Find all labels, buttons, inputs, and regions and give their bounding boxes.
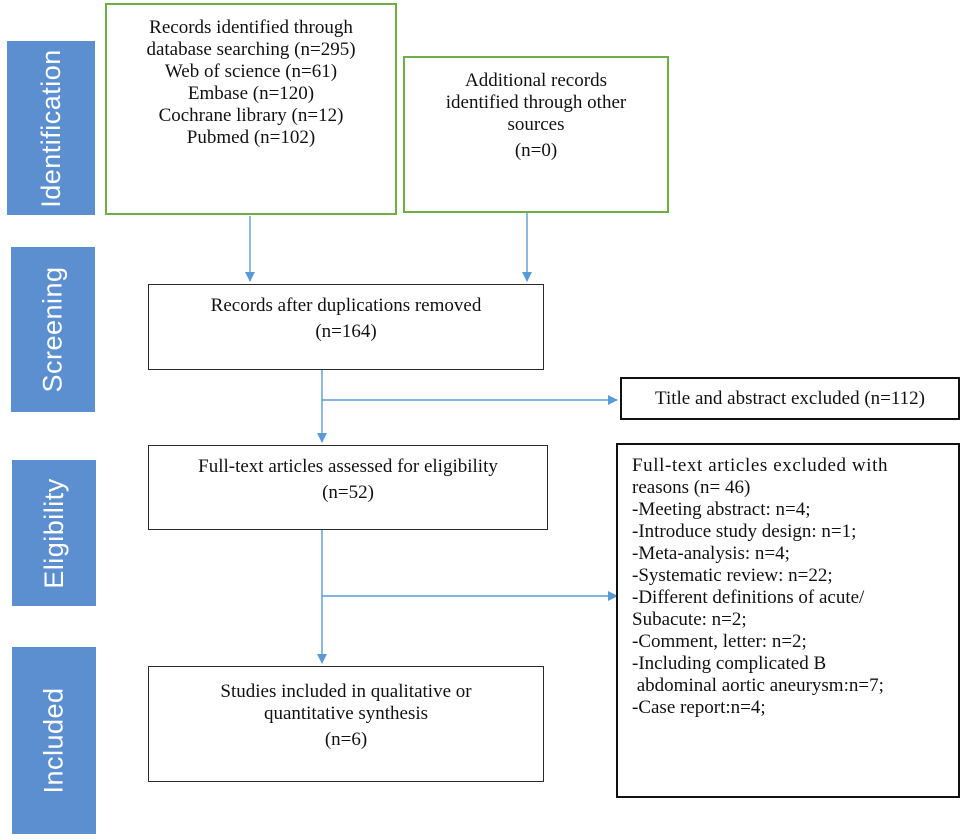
excluded-reason-case-report: -Case report:n=4; bbox=[632, 697, 766, 718]
stage-eligibility: Eligibility bbox=[12, 460, 96, 606]
other-sources-line-3: sources bbox=[507, 114, 565, 135]
studies-included-box: Studies included in qualitative or quant… bbox=[148, 666, 544, 782]
stage-included: Included bbox=[12, 647, 96, 834]
database-search-line-2: database searching (n=295) bbox=[146, 39, 356, 60]
database-search-box: Records identified through database sear… bbox=[105, 3, 397, 215]
database-search-line-1: Records identified through bbox=[149, 17, 353, 38]
database-search-line-5: Cochrane library (n=12) bbox=[158, 105, 344, 126]
full-text-excluded-box: Full-text articles excluded with reasons… bbox=[616, 443, 960, 798]
title-abstract-excluded-box: Title and abstract excluded (n=112) bbox=[620, 377, 960, 420]
excluded-reason-meeting-abstract: -Meeting abstract: n=4; bbox=[632, 499, 811, 520]
database-search-line-3: Web of science (n=61) bbox=[164, 61, 338, 82]
other-sources-box: Additional records identified through ot… bbox=[403, 56, 669, 213]
database-search-line-6: Pubmed (n=102) bbox=[186, 127, 316, 148]
excluded-reason-systematic-review: -Systematic review: n=22; bbox=[632, 565, 833, 586]
excluded-reason-meta-analysis: -Meta-analysis: n=4; bbox=[632, 543, 790, 564]
other-sources-line-2: identified through other bbox=[445, 92, 627, 113]
stage-screening: Screening bbox=[11, 247, 95, 412]
excluded-heading-line-2: reasons (n= 46) bbox=[632, 477, 751, 498]
studies-included-line-3: (n=6) bbox=[324, 729, 368, 750]
full-text-assessed-box: Full-text articles assessed for eligibil… bbox=[148, 445, 548, 530]
after-duplicates-line-1: Records after duplications removed bbox=[210, 295, 482, 316]
excluded-reason-complicated-2: abdominal aortic aneurysm:n=7; bbox=[632, 675, 884, 696]
after-duplicates-box: Records after duplications removed (n=16… bbox=[148, 284, 544, 370]
excluded-reason-study-design: -Introduce study design: n=1; bbox=[632, 521, 857, 542]
excluded-reason-definitions-1: -Different definitions of acute/ bbox=[632, 587, 865, 608]
excluded-reason-definitions-2: Subacute: n=2; bbox=[632, 609, 747, 630]
stage-identification: Identification bbox=[7, 41, 95, 215]
database-search-line-4: Embase (n=120) bbox=[187, 83, 315, 104]
other-sources-line-4: (n=0) bbox=[514, 140, 558, 161]
studies-included-line-2: quantitative synthesis bbox=[263, 703, 429, 724]
excluded-reason-comment-letter: -Comment, letter: n=2; bbox=[632, 631, 807, 652]
full-text-assessed-line-2: (n=52) bbox=[322, 482, 374, 503]
title-abstract-excluded-text: Title and abstract excluded (n=112) bbox=[655, 387, 925, 409]
after-duplicates-line-2: (n=164) bbox=[315, 321, 377, 342]
studies-included-line-1: Studies included in qualitative or bbox=[220, 681, 472, 702]
excluded-heading-line-1: Full-text articles excluded with bbox=[632, 455, 889, 476]
excluded-reason-complicated-1: -Including complicated B bbox=[632, 653, 827, 674]
full-text-assessed-line-1: Full-text articles assessed for eligibil… bbox=[198, 456, 498, 477]
other-sources-line-1: Additional records bbox=[465, 70, 607, 91]
